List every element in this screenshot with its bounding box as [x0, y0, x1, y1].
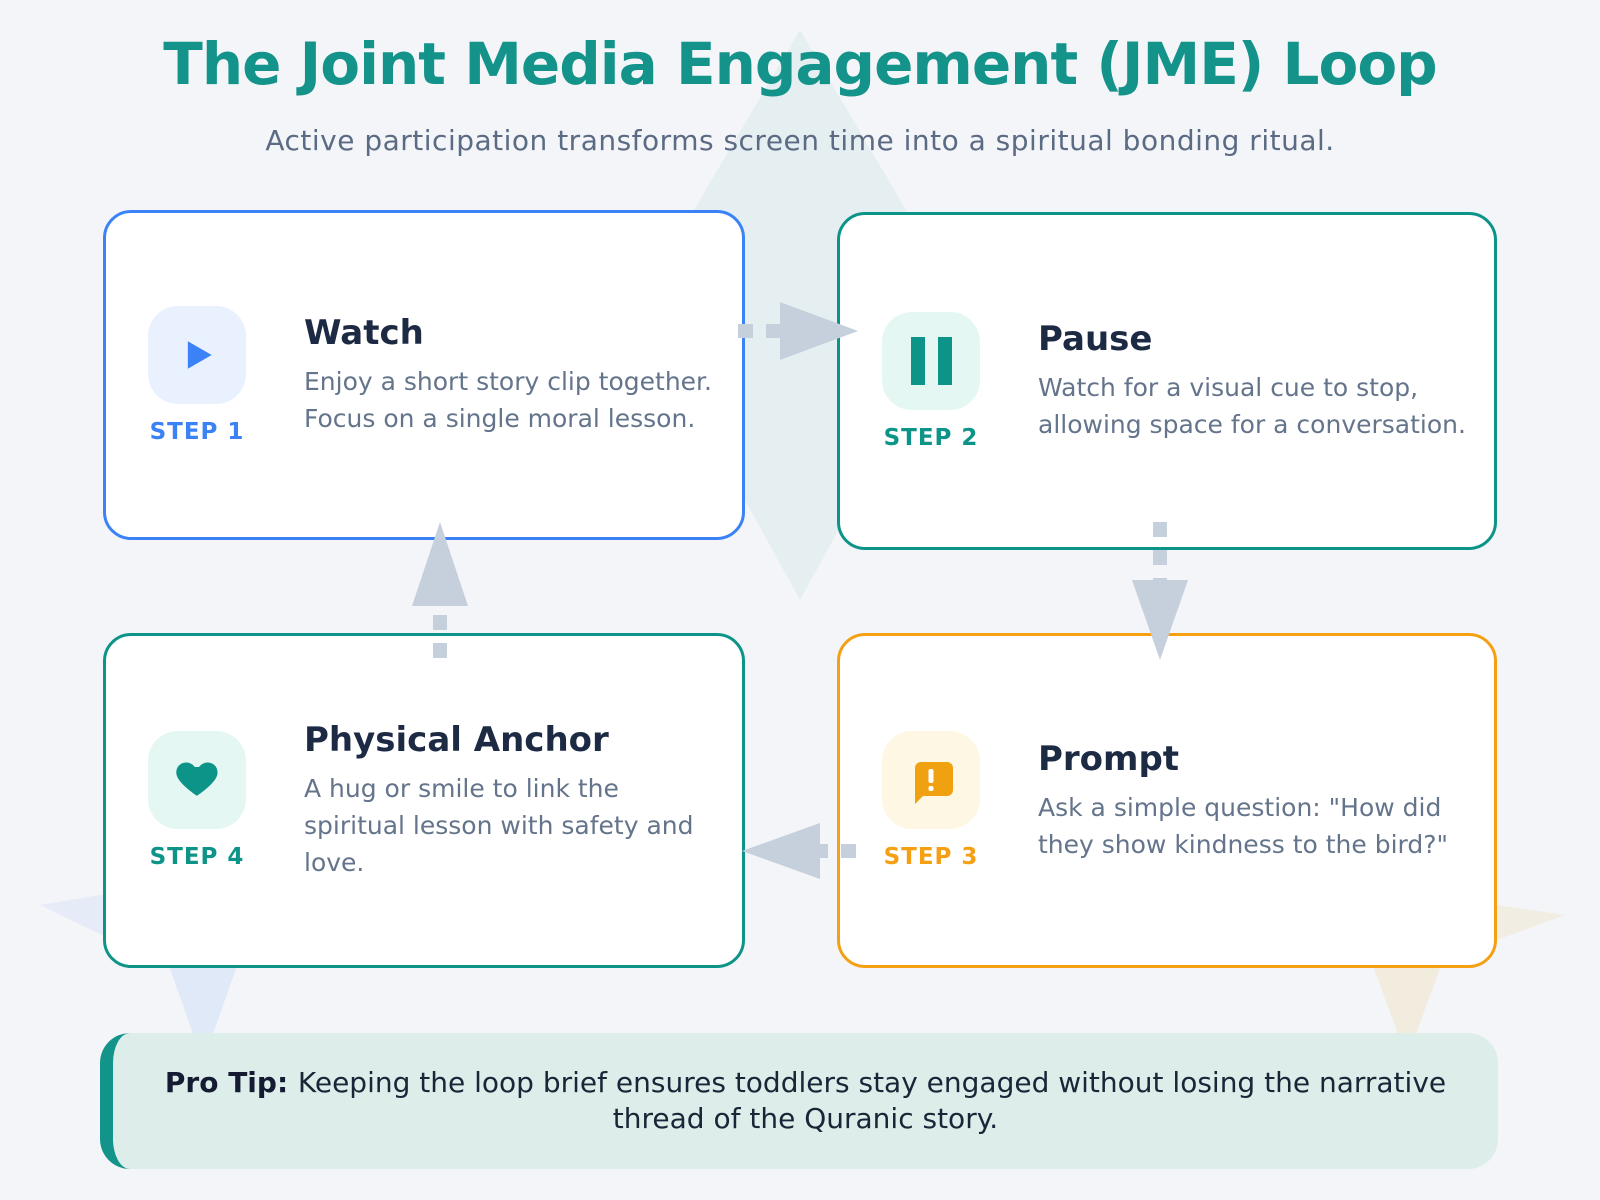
play-icon: [148, 305, 246, 404]
page-title: The Joint Media Engagement (JME) Loop: [163, 30, 1437, 98]
pro-tip-body: Keeping the loop brief ensures toddlers …: [297, 1065, 1447, 1135]
step-card-prompt: STEP 3 Prompt Ask a simple question: "Ho…: [837, 633, 1497, 968]
anchor-icon-column: STEP 4: [138, 731, 256, 870]
background-sliver-right: [1497, 905, 1565, 940]
step-badge: STEP 1: [149, 418, 245, 445]
anchor-text-column: Physical Anchor A hug or smile to link t…: [304, 720, 722, 881]
pro-tip-label: Pro Tip:: [164, 1065, 298, 1099]
step-card-physical-anchor: STEP 4 Physical Anchor A hug or smile to…: [103, 633, 745, 968]
pro-tip-box: Pro Tip: Keeping the loop brief ensures …: [100, 1033, 1498, 1169]
pro-tip-text: Pro Tip: Keeping the loop brief ensures …: [161, 1065, 1451, 1138]
card-title: Prompt: [1038, 738, 1180, 779]
step-badge: STEP 2: [883, 424, 979, 451]
pause-icon: [882, 311, 980, 410]
card-description: Watch for a visual cue to stop, allowing…: [1038, 373, 1466, 439]
pause-icon-column: STEP 2: [872, 311, 990, 451]
prompt-icon-column: STEP 3: [872, 731, 990, 870]
card-title: Watch: [304, 313, 424, 353]
step-badge: STEP 3: [883, 844, 979, 870]
card-title: Pause: [1038, 319, 1153, 359]
step-card-pause: STEP 2 Pause Watch for a visual cue to s…: [837, 212, 1497, 550]
card-description: A hug or smile to link the spiritual les…: [304, 774, 694, 877]
page-subtitle: Active participation transforms screen t…: [265, 124, 1335, 157]
card-description: Enjoy a short story clip together. Focus…: [304, 367, 712, 433]
heart-icon: [148, 731, 246, 829]
watch-text-column: Watch Enjoy a short story clip together.…: [304, 313, 722, 437]
card-description: Ask a simple question: "How did they sho…: [1038, 792, 1448, 859]
step-badge: STEP 4: [149, 844, 245, 870]
card-title: Physical Anchor: [304, 720, 609, 760]
speech-exclamation-icon: [882, 731, 980, 829]
watch-icon-column: STEP 1: [138, 305, 256, 445]
pause-text-column: Pause Watch for a visual cue to stop, al…: [1038, 319, 1474, 443]
prompt-text-column: Prompt Ask a simple question: "How did t…: [1038, 739, 1474, 863]
background-sliver-left: [40, 893, 112, 940]
step-card-watch: STEP 1 Watch Enjoy a short story clip to…: [103, 210, 745, 540]
